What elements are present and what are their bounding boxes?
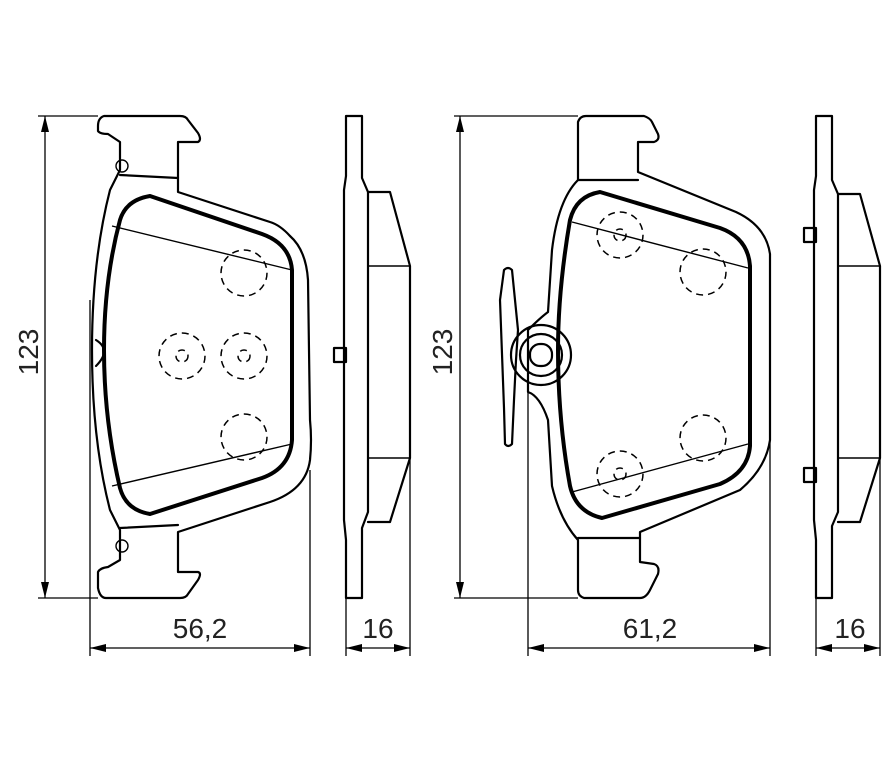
pad-2-rivet-bottom-left: [596, 450, 644, 498]
dim-pad-2-height-label: 123: [427, 329, 458, 376]
pad-1-backing-plate: [90, 114, 313, 600]
pad-1-chamfer-bottom: [111, 443, 293, 487]
pad-1-rivet-center-left: [158, 332, 206, 380]
pad-1-rivet-top-right: [220, 249, 268, 297]
pad-2-rivet-top-left: [596, 211, 644, 259]
pad-2-side-view: [802, 114, 882, 600]
pad-1-rivet-bottom-right: [220, 413, 268, 461]
dim-pad-2-height: 123: [427, 115, 578, 599]
pad-1-side-backing: [342, 114, 370, 600]
pad-2-plate-inner-edge: [576, 178, 642, 540]
dim-pad-2-thickness-label: 16: [834, 613, 865, 644]
dim-pad-2-width-label: 61,2: [623, 613, 678, 644]
pad-1-ear-hole-top: [115, 159, 129, 173]
pad-1-rivet-center-right-hole: [237, 349, 251, 363]
dim-pad-1-thickness: 16: [345, 458, 411, 656]
pad-2-backing-plate: [526, 114, 772, 600]
pad-2-front-view: [498, 114, 772, 600]
pad-1-friction-material: [102, 194, 294, 516]
dim-pad-1-thickness-label: 16: [362, 613, 393, 644]
pad-1-rivet-center-right: [220, 332, 268, 380]
pad-2-friction-material: [556, 190, 752, 520]
pad-2-side-pin-top: [802, 226, 818, 244]
dim-pad-1-height-label: 123: [13, 329, 44, 376]
dim-pad-2-thickness: 16: [815, 458, 881, 656]
pad-2-side-backing: [812, 114, 840, 600]
pad-1-front-view: [90, 114, 313, 600]
pad-1-chamfer-top: [111, 225, 293, 271]
pad-1-side-view: [332, 114, 412, 600]
pad-2-chamfer-bottom: [571, 443, 749, 493]
dim-pad-1-width: 56,2: [89, 300, 311, 656]
pad-2-chamfer-top: [571, 221, 749, 269]
pad-1-side-notch: [94, 338, 106, 368]
pad-2-rivet-top-left-hole: [613, 228, 627, 242]
pad-1-side-pin: [332, 346, 348, 364]
dim-pad-1-height: 123: [13, 115, 98, 599]
pad-1-ear-hole-bottom: [115, 539, 129, 553]
pad-1-side-friction: [366, 190, 412, 524]
pad-2-rivet-top-right: [679, 248, 727, 296]
pad-1-plate-inner-edge: [118, 173, 180, 530]
pad-1-rivet-center-left-hole: [175, 349, 189, 363]
pad-2-rivet-bottom-right: [679, 414, 727, 462]
pad-2-side-friction: [836, 192, 882, 524]
pad-2-side-pin-bottom: [802, 466, 818, 484]
pad-2-wear-sensor: [498, 266, 573, 448]
dim-pad-2-width: 61,2: [527, 392, 771, 656]
pad-2-rivet-bottom-left-hole: [613, 467, 627, 481]
dim-pad-1-width-label: 56,2: [173, 613, 228, 644]
